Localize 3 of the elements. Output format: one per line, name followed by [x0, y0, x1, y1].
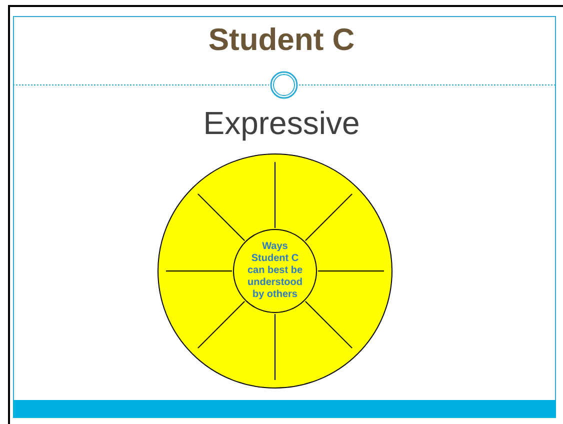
wheel-drawing: [157, 153, 393, 389]
slide-title: Student C: [207, 22, 356, 58]
subtitle: Expressive: [202, 105, 361, 142]
